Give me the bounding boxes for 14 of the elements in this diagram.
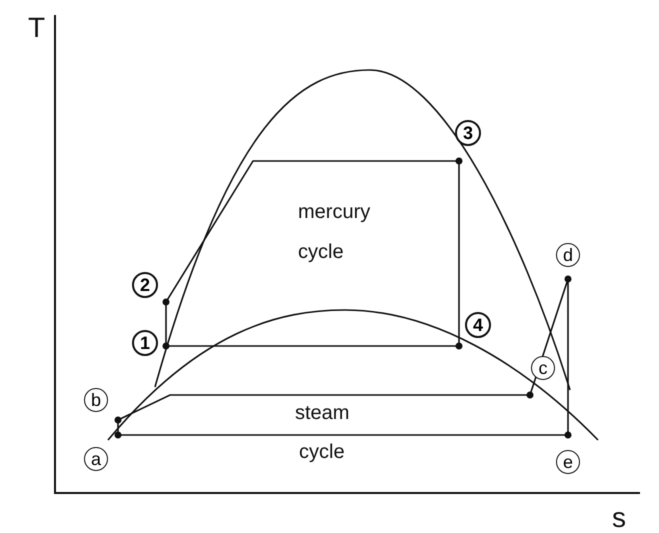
state-point-label: c [531,356,555,380]
cycle-label: steam [295,402,350,425]
state-point-label: 1 [132,330,158,356]
state-point-label: e [556,450,580,474]
axis-label: s [612,502,626,533]
state-point-label: 3 [455,120,481,146]
state-point-label: 2 [132,272,158,298]
cycle-label: cycle [299,441,345,464]
axis-label: T [28,12,46,44]
state-point-label: d [556,243,580,267]
state-point-label: a [84,447,108,471]
state-point-label: b [84,388,108,412]
cycle-label: mercury cycle [298,200,372,265]
state-point-label: 4 [465,312,491,338]
